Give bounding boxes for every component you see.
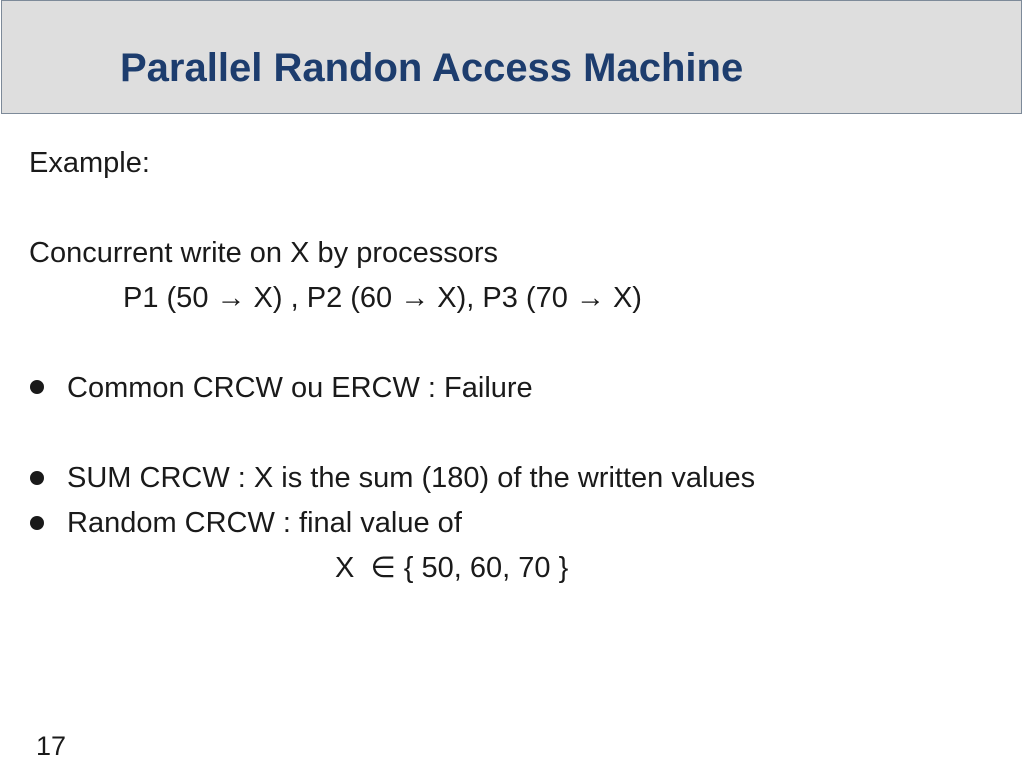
processors-line: P1 (50 → X) , P2 (60 → X), P3 (70 → X) [123, 282, 642, 314]
bullet-icon [30, 516, 44, 530]
slide-number: 17 [36, 731, 67, 761]
bullet-item-common: Common CRCW ou ERCW : Failure [67, 372, 533, 404]
example-label: Example: [29, 147, 150, 179]
random-value-set: X ∈ { 50, 60, 70 } [335, 552, 569, 584]
bullet-item-random: Random CRCW : final value of [67, 507, 462, 539]
bullet-item-sum: SUM CRCW : X is the sum (180) of the wri… [67, 462, 756, 494]
bullet-icon [30, 471, 44, 485]
intro-text: Concurrent write on X by processors [29, 237, 499, 269]
bullet-icon [30, 380, 44, 394]
slide-title-bar: Parallel Randon Access Machine [1, 0, 1022, 114]
slide-title: Parallel Randon Access Machine [120, 46, 744, 90]
